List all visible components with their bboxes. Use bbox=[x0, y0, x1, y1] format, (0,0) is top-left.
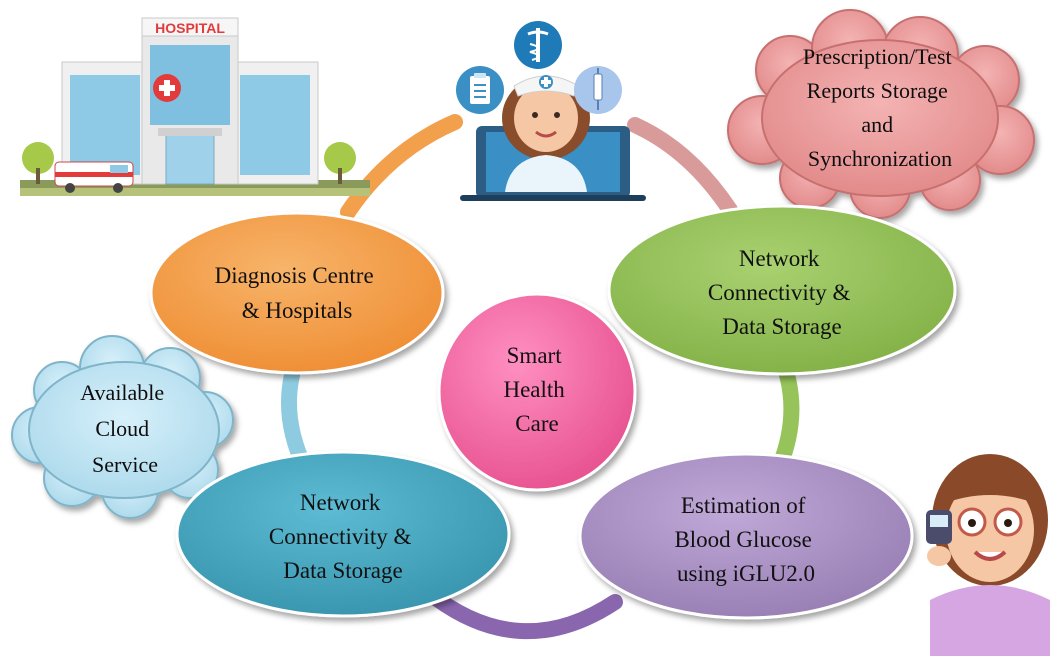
node-network-bottom-text: Network Connectivity & Data Storage bbox=[269, 490, 417, 583]
prescription-cloud-line-1: Prescription/Test bbox=[803, 44, 952, 69]
node-glucose-line-1: Estimation of bbox=[681, 493, 806, 518]
available-cloud-line-2: Cloud bbox=[95, 416, 149, 441]
prescription-cloud-line-3: and bbox=[861, 112, 893, 137]
node-network-bottom-line-1: Network bbox=[300, 490, 381, 515]
patient-with-glucometer-icon bbox=[926, 454, 1050, 656]
node-glucose-shape bbox=[578, 452, 914, 620]
connection-ring bbox=[280, 114, 800, 640]
ambulance-icon bbox=[54, 161, 134, 193]
node-network-bottom-shape bbox=[175, 450, 511, 618]
node-glucose-text: Estimation of Blood Glucose using iGLU2.… bbox=[674, 493, 817, 586]
node-network-top-shape bbox=[607, 204, 957, 376]
node-network-connectivity-bottom: Network Connectivity & Data Storage bbox=[175, 450, 511, 618]
node-center-shape bbox=[437, 292, 637, 492]
node-diagnosis-line-1: Diagnosis Centre bbox=[215, 263, 374, 288]
syringe-icon bbox=[574, 66, 622, 114]
node-center-line-3: Care bbox=[515, 411, 558, 436]
ring-arc-bottom bbox=[420, 584, 623, 640]
node-center-text: Smart Health Care bbox=[503, 343, 570, 436]
node-diagnosis-shape bbox=[149, 211, 445, 375]
telehealth-nurse-icon bbox=[460, 75, 646, 201]
ring-arc-right bbox=[772, 360, 800, 473]
prescription-cloud-text: Prescription/Test Reports Storage and Sy… bbox=[803, 44, 957, 171]
hospital-building-icon: HOSPITAL bbox=[20, 17, 370, 196]
node-network-top-line-2: Connectivity & bbox=[708, 280, 851, 305]
ring-arc-top-left bbox=[340, 114, 463, 220]
node-glucose-line-3: using iGLU2.0 bbox=[677, 561, 815, 586]
node-diagnosis-line-2: & Hospitals bbox=[242, 298, 353, 323]
node-glucose-line-2: Blood Glucose bbox=[674, 527, 811, 552]
node-network-bottom-line-2: Connectivity & bbox=[269, 524, 412, 549]
clipboard-icon bbox=[456, 66, 504, 114]
node-diagnosis-text: Diagnosis Centre & Hospitals bbox=[215, 263, 380, 323]
node-smart-health-care: Smart Health Care bbox=[437, 292, 637, 492]
node-network-top-line-1: Network bbox=[739, 246, 820, 271]
available-cloud-line-1: Available bbox=[80, 380, 164, 405]
available-cloud-text: Available Cloud Service bbox=[80, 380, 169, 477]
prescription-cloud-line-2: Reports Storage bbox=[807, 78, 948, 103]
available-cloud-service-cloud: Available Cloud Service bbox=[11, 335, 234, 519]
node-network-connectivity-top: Network Connectivity & Data Storage bbox=[607, 204, 957, 376]
node-estimation-blood-glucose: Estimation of Blood Glucose using iGLU2.… bbox=[578, 452, 914, 620]
node-network-top-line-3: Data Storage bbox=[722, 314, 841, 339]
caduceus-icon bbox=[514, 21, 562, 69]
ring-arc-top-right bbox=[627, 117, 738, 218]
node-diagnosis-centre: Diagnosis Centre & Hospitals bbox=[149, 211, 445, 375]
node-center-line-2: Health bbox=[503, 377, 565, 402]
node-network-top-text: Network Connectivity & Data Storage bbox=[708, 246, 856, 339]
available-cloud-line-3: Service bbox=[92, 452, 158, 477]
prescription-cloud-line-4: Synchronization bbox=[808, 146, 952, 171]
node-center-line-1: Smart bbox=[507, 343, 563, 368]
prescription-storage-cloud: Prescription/Test Reports Storage and Sy… bbox=[727, 9, 1035, 219]
node-network-bottom-line-3: Data Storage bbox=[283, 558, 402, 583]
hospital-sign: HOSPITAL bbox=[155, 20, 225, 36]
